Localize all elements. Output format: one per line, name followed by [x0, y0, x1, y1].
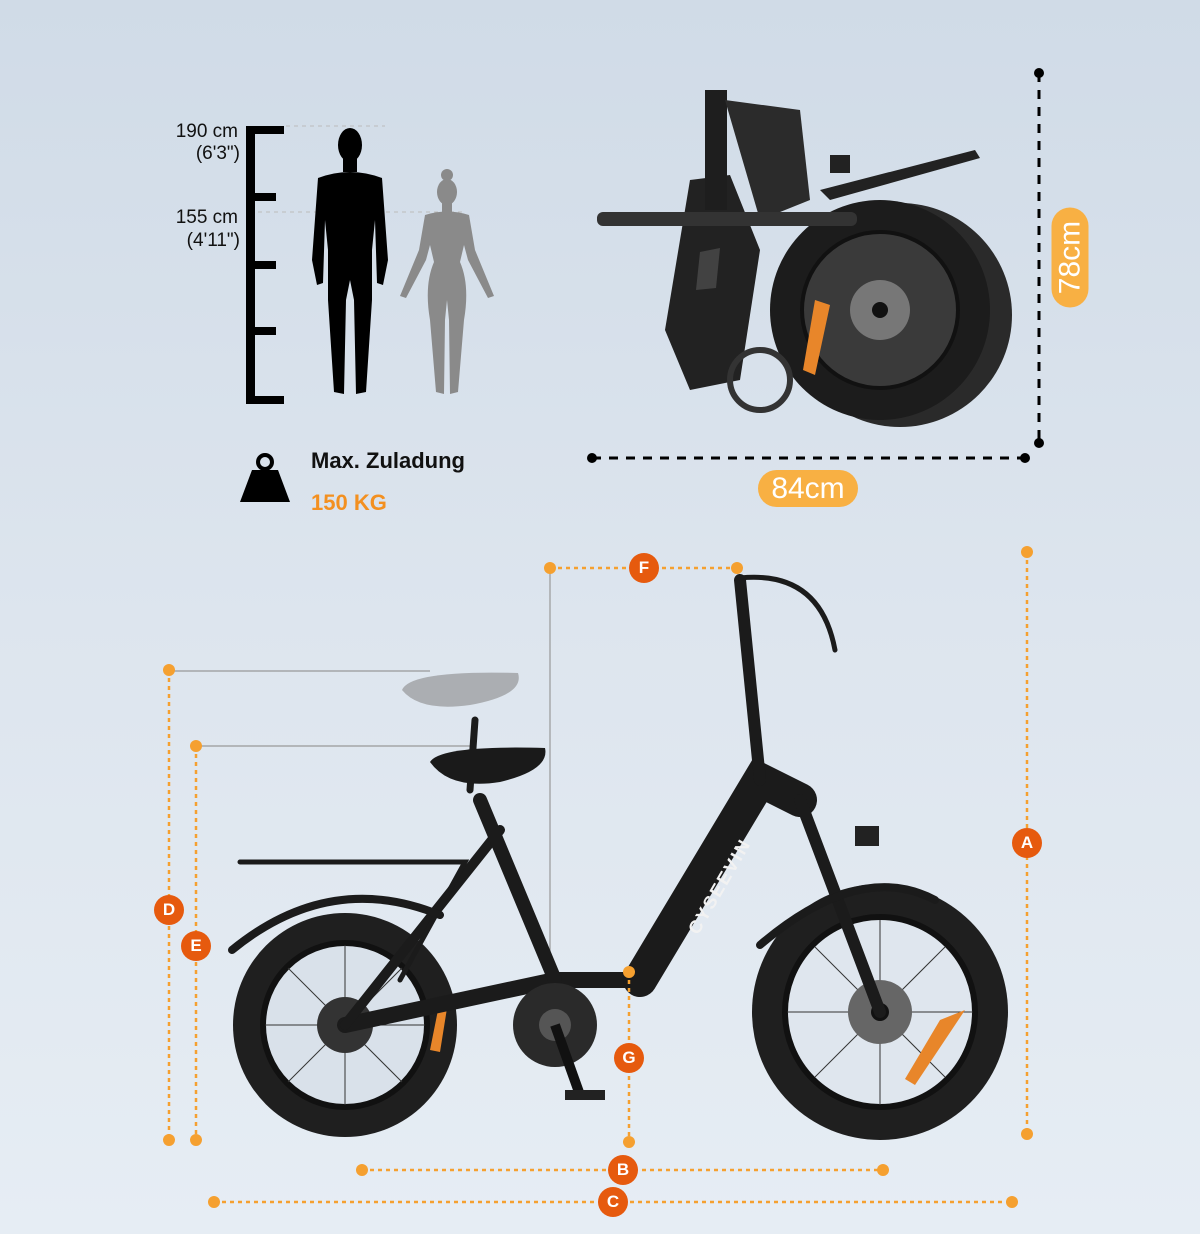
dimension-badge-b: B — [608, 1155, 638, 1185]
dimension-endpoints — [163, 546, 1033, 1208]
dimension-badge-g: G — [614, 1043, 644, 1073]
dimension-badge-d: D — [154, 895, 184, 925]
height-min-imperial-label: (4'11") — [186, 230, 240, 251]
folded-bike-image — [597, 90, 1012, 427]
dimension-badge-a: A — [1012, 828, 1042, 858]
height-max-imperial-label: (6'3") — [195, 143, 240, 164]
bike-image — [228, 574, 1008, 1140]
dimension-badge-e: E — [181, 931, 211, 961]
man-silhouette — [312, 128, 388, 394]
max-load-title: Max. Zuladung — [311, 448, 465, 473]
height-max-label: 190 cm — [175, 121, 238, 142]
folded-width-pill: 84cm — [758, 470, 858, 507]
dimension-badge-f: F — [629, 553, 659, 583]
dimension-badge-c: C — [598, 1187, 628, 1217]
woman-silhouette — [400, 169, 494, 394]
folded-height-pill: 78cm — [1051, 207, 1089, 308]
height-min-label: 155 cm — [175, 207, 238, 228]
guide-lines — [169, 568, 551, 962]
max-load-value: 150 KG — [311, 490, 387, 515]
weight-icon — [240, 453, 290, 502]
height-scale — [246, 126, 284, 404]
